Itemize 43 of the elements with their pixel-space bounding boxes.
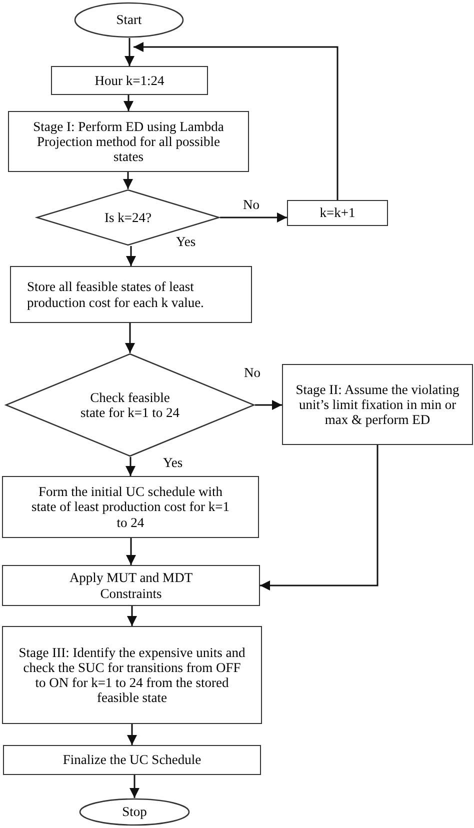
arrow <box>126 246 136 266</box>
process-box <box>2 626 262 724</box>
decision-diamond <box>36 189 220 246</box>
node-text: Apply MUT and MDT Constraints <box>68 570 194 601</box>
node-text: Is k=24? <box>104 210 152 226</box>
edge-label: No <box>244 366 260 380</box>
arrow <box>126 457 136 476</box>
process-box <box>287 200 388 226</box>
node-text: Start <box>116 12 142 28</box>
arrow <box>125 323 135 353</box>
node-text: Stage II: Assume the violating unit’s limit fixation in min or max & perform ED <box>294 382 460 428</box>
node-text: Stop <box>122 804 147 820</box>
arrow <box>123 172 133 189</box>
arrow <box>220 212 287 222</box>
terminal-oval <box>79 798 190 826</box>
arrow <box>260 445 378 590</box>
arrow <box>127 606 137 626</box>
node-text: Stage I: Perform ED using Lambda Projection method for all possible states <box>32 118 225 164</box>
arrow <box>124 95 134 111</box>
arrow <box>127 724 137 745</box>
node-text: Hour k=1:24 <box>94 72 164 88</box>
process-box <box>2 565 260 606</box>
node-text: Check feasible state for k=1 to 24 <box>80 390 180 420</box>
edge-label: No <box>243 198 260 212</box>
edge-label: Yes <box>176 235 196 248</box>
arrow <box>134 42 338 200</box>
process-box <box>2 476 259 538</box>
arrow <box>255 400 282 410</box>
node-text: k=k+1 <box>320 205 356 221</box>
process-box <box>8 111 249 172</box>
node-text: Finalize the UC Schedule <box>62 752 202 768</box>
arrow <box>126 538 136 565</box>
terminal-oval <box>74 2 184 38</box>
node-text: Store all feasible states of least production cost for each k value. <box>27 279 205 310</box>
edge-label: Yes <box>163 456 183 470</box>
arrow <box>130 775 140 798</box>
process-box <box>3 745 261 775</box>
process-box <box>282 364 473 445</box>
process-box <box>10 266 252 323</box>
node-text: Form the initial UC schedule with state of least production cost for k=1 to 24 <box>30 484 231 530</box>
arrow <box>124 38 134 66</box>
node-text: Stage III: Identify the expensive units and check the SUC for transitions from OFF to ON for k=1 to 24 from the stored feasible state <box>18 644 246 706</box>
process-box <box>51 66 208 95</box>
